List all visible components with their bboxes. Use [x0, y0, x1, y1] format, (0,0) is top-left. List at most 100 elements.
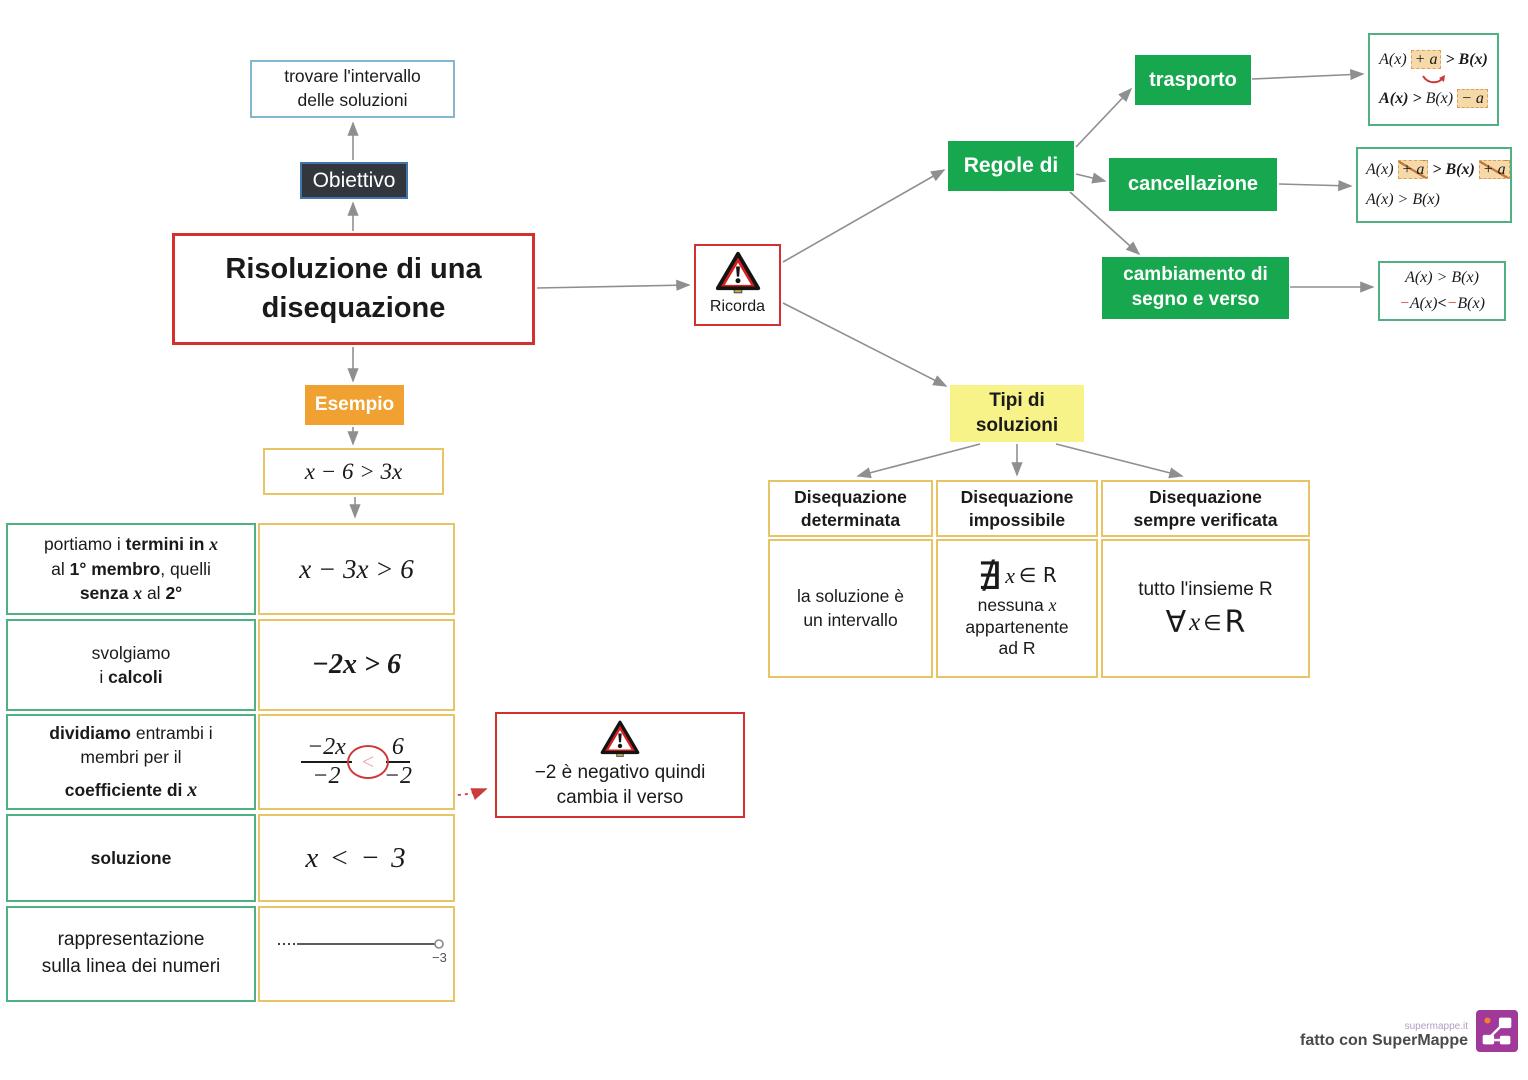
warning-triangle-icon	[600, 720, 640, 757]
step2-math[interactable]: −2x > 6	[258, 619, 455, 711]
forall-symbol: ∀	[1165, 605, 1187, 641]
step3-math[interactable]: −2x −2 < 6 −2	[258, 714, 455, 810]
impossibile-body-line3: ad R	[998, 638, 1036, 659]
verificata-body-line1: tutto l'insieme R	[1138, 578, 1273, 600]
node-example-equation[interactable]: x − 6 > 3x	[263, 448, 444, 495]
cambiamento-line1: cambiamento di	[1123, 264, 1268, 286]
step1-description[interactable]: portiamo i termini in x al 1° membro, qu…	[6, 523, 256, 615]
impossibile-body-line1: nessuna x	[977, 594, 1057, 615]
tipi-line2: soluzioni	[975, 414, 1059, 436]
regole-label: Regole di	[963, 154, 1059, 177]
step5-desc-line1: rappresentazione	[57, 929, 205, 951]
step3-desc-line2: membri per il	[80, 747, 182, 767]
node-sign-change-warning[interactable]: −2 è negativo quindi cambia il verso	[495, 712, 745, 818]
step3-desc-line1: dividiamo entrambi i	[49, 722, 213, 743]
highlighted-term: − a	[1457, 88, 1488, 108]
edge-tipi-determinata	[856, 443, 981, 479]
step5-desc-line2: sulla linea dei numeri	[41, 956, 221, 977]
goal-line2: delle soluzioni	[297, 90, 408, 110]
fraction-right: 6 −2	[383, 733, 413, 789]
step2-desc-line2: i calcoli	[99, 667, 163, 687]
rule-cambiamento-line2: −A(x)<−B(x)	[1399, 295, 1485, 312]
header-disequazione-determinata[interactable]: Disequazione determinata	[768, 480, 933, 537]
main-title-line2: disequazione	[261, 292, 446, 324]
step4-desc-text: soluzione	[90, 847, 172, 868]
ricorda-label: Ricorda	[709, 298, 766, 315]
edge-regole-cancellazione	[1075, 172, 1107, 184]
step4-description[interactable]: soluzione	[6, 814, 256, 902]
edge-ricorda-tipi	[782, 302, 948, 387]
edge-cancellazione-rule	[1278, 180, 1353, 192]
fraction-left: −2x −2	[300, 734, 352, 789]
node-goal[interactable]: trovare l'intervallo delle soluzioni	[250, 60, 455, 118]
example-equation-text: x − 6 > 3x	[304, 458, 403, 484]
step5-description[interactable]: rappresentazione sulla linea dei numeri	[6, 906, 256, 1002]
edge-trasporto-rule	[1251, 68, 1365, 81]
body-disequazione-sempre-verificata[interactable]: tutto l'insieme R ∀ x ∈ R	[1101, 539, 1310, 678]
not-exists-expression: ∄ x ∈ R	[977, 553, 1057, 598]
step3-description[interactable]: dividiamo entrambi i membri per il coeff…	[6, 714, 256, 810]
cancelled-term: + a	[1478, 159, 1510, 179]
step4-math[interactable]: x < − 3	[258, 814, 455, 902]
node-main-title[interactable]: Risoluzione di una disequazione	[172, 233, 535, 345]
obiettivo-label: Obiettivo	[312, 168, 396, 192]
node-esempio[interactable]: Esempio	[305, 385, 404, 425]
warning-line2: cambia il verso	[556, 786, 684, 808]
supermappe-watermark: supermappe.it fatto con SuperMappe	[1300, 1010, 1518, 1052]
warning-triangle-icon	[715, 251, 760, 294]
node-cambiamento[interactable]: cambiamento di segno e verso	[1102, 257, 1289, 319]
impossibile-body-line2: appartenente	[965, 616, 1069, 637]
goal-line1: trovare l'intervallo	[284, 66, 421, 87]
step1-desc-line1: portiamo i termini in x	[43, 534, 219, 555]
edge-regole-trasporto	[1075, 87, 1133, 148]
node-obiettivo[interactable]: Obiettivo	[300, 162, 408, 199]
step1-desc-line2: al 1° membro, quelli	[51, 558, 211, 579]
node-tipi-di-soluzioni[interactable]: Tipi di soluzioni	[950, 385, 1084, 442]
esempio-label: Esempio	[314, 394, 395, 415]
step5-numberline[interactable]: −3	[258, 906, 455, 1002]
node-cancellazione[interactable]: cancellazione	[1109, 158, 1277, 211]
body-disequazione-impossibile[interactable]: ∄ x ∈ R nessuna x appartenente ad R	[936, 539, 1098, 678]
rule-cambiamento[interactable]: A(x) > B(x) −A(x)<−B(x)	[1378, 261, 1506, 321]
circled-inequality-sign: <	[346, 745, 389, 779]
step2-math-text: −2x > 6	[312, 649, 401, 680]
body-disequazione-determinata[interactable]: la soluzione è un intervallo	[768, 539, 933, 678]
step2-desc-line1: svolgiamo	[91, 642, 171, 663]
not-exists-symbol: ∄	[977, 553, 1002, 598]
rule-trasporto-line1: A(x) + a > B(x)	[1379, 50, 1488, 70]
rule-cancellazione[interactable]: A(x) + a > B(x) + a A(x) > B(x)	[1356, 147, 1512, 223]
edge-main-ricorda	[536, 279, 691, 291]
step4-math-text: x < − 3	[305, 841, 408, 874]
node-regole-di[interactable]: Regole di	[948, 141, 1074, 191]
watermark-site: supermappe.it	[1404, 1021, 1468, 1033]
warning-line1: −2 è negativo quindi	[534, 762, 706, 783]
watermark-credit: fatto con SuperMappe	[1299, 1032, 1468, 1050]
main-title-line1: Risoluzione di una	[225, 252, 482, 285]
edge-ricorda-regole	[782, 169, 946, 263]
rule-cancellazione-line2: A(x) > B(x)	[1366, 191, 1440, 208]
tipi-line1: Tipi di	[989, 389, 1045, 411]
cambiamento-line2: segno e verso	[1131, 289, 1260, 310]
supermappe-logo-icon	[1476, 1010, 1518, 1052]
numberline-label: −3	[432, 950, 447, 965]
step1-math[interactable]: x − 3x > 6	[258, 523, 455, 615]
edge-regole-cambiamento	[1069, 191, 1141, 256]
rule-trasporto[interactable]: A(x) + a > B(x) A(x) > B(x) − a	[1368, 33, 1499, 126]
node-trasporto[interactable]: trasporto	[1135, 55, 1251, 105]
transfer-arrow-icon	[1421, 74, 1445, 83]
watermark-text: supermappe.it fatto con SuperMappe	[1300, 1021, 1468, 1052]
step1-desc-line3: senza x al 2°	[79, 583, 183, 604]
cancellazione-label: cancellazione	[1127, 173, 1259, 195]
rule-cancellazione-line1: A(x) + a > B(x) + a	[1366, 155, 1510, 185]
node-ricorda[interactable]: Ricorda	[694, 244, 781, 326]
open-circle-endpoint	[434, 939, 444, 949]
step2-description[interactable]: svolgiamo i calcoli	[6, 619, 256, 711]
header-disequazione-sempre-verificata[interactable]: Disequazione sempre verificata	[1101, 480, 1310, 537]
step3-desc-line3: coefficiente di x	[64, 778, 198, 801]
edge-tipi-verificata	[1055, 443, 1184, 479]
forall-expression: ∀ x ∈ R	[1165, 605, 1246, 641]
numberline-graphic: −3	[278, 939, 447, 965]
header-disequazione-impossibile[interactable]: Disequazione impossibile	[936, 480, 1098, 537]
step1-math-text: x − 3x > 6	[299, 553, 414, 584]
